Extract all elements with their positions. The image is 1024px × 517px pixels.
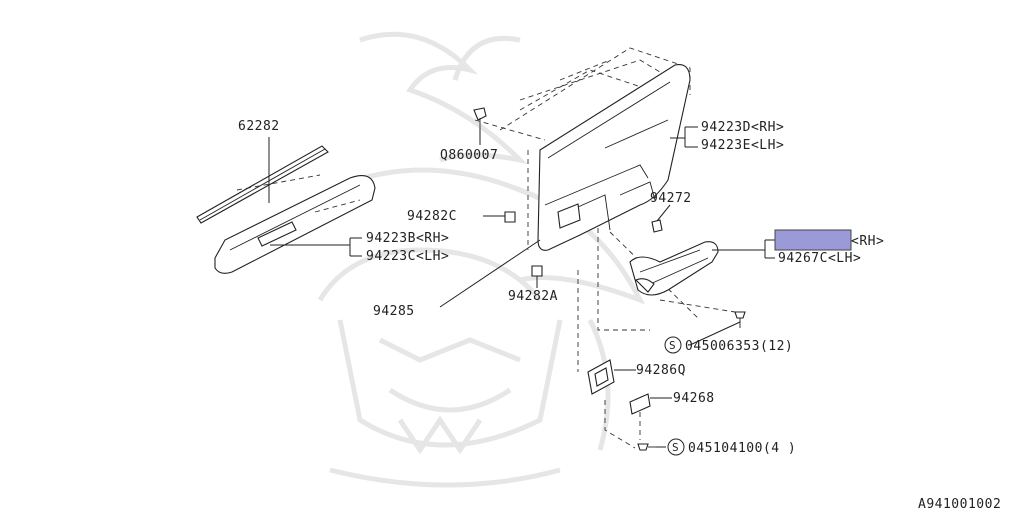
- label-94267C: 94267C<LH>: [778, 251, 861, 266]
- leader-94267C: [712, 239, 775, 259]
- clip-94282A: [531, 265, 543, 277]
- label-94223C: 94223C<LH>: [366, 249, 449, 264]
- clip-94272: [651, 219, 663, 233]
- screw-symbol-icon: S: [667, 438, 685, 456]
- label-94268: 94268: [673, 391, 715, 406]
- armrest-part: [629, 241, 719, 296]
- leader-94223BC: [270, 237, 362, 257]
- label-045006353: 045006353(12): [685, 339, 793, 354]
- screw-symbol-icon: S: [664, 336, 682, 354]
- clip-94282C: [504, 211, 516, 223]
- label-94223D: 94223D<RH>: [701, 120, 784, 135]
- label-94286Q: 94286Q: [636, 363, 686, 378]
- label-94285: 94285: [373, 304, 415, 319]
- weatherstrip-part: [196, 145, 329, 224]
- door-outline-dashed: [474, 47, 736, 449]
- highlight-part-number-rh[interactable]: [774, 229, 852, 251]
- door-trim-panel-part: [537, 64, 691, 251]
- leader-045006353: [689, 321, 741, 346]
- screw-045006353: [734, 311, 746, 328]
- label-045104100: 045104100(4 ): [688, 441, 796, 456]
- cap-part: [629, 393, 651, 415]
- leader-94223DE: [670, 126, 698, 148]
- leader-94272: [656, 204, 671, 222]
- label-62282: 62282: [238, 119, 280, 134]
- diagram-code: A941001002: [918, 497, 1001, 512]
- label-Q860007: Q860007: [440, 148, 498, 163]
- label-RH: <RH>: [851, 234, 884, 249]
- label-94282C: 94282C: [407, 209, 457, 224]
- svg-text:S: S: [672, 441, 679, 454]
- leader-94285: [439, 239, 541, 308]
- dashed-guide-2: [314, 199, 361, 213]
- handle-bezel-part: [587, 359, 615, 395]
- label-94282A: 94282A: [508, 289, 558, 304]
- label-94223E: 94223E<LH>: [701, 138, 784, 153]
- svg-text:S: S: [669, 339, 676, 352]
- label-94223B: 94223B<RH>: [366, 231, 449, 246]
- clip-q860007: [473, 107, 487, 130]
- screw-045104100: [637, 443, 656, 451]
- label-94272: 94272: [650, 191, 692, 206]
- trim-panel-part: [214, 175, 376, 274]
